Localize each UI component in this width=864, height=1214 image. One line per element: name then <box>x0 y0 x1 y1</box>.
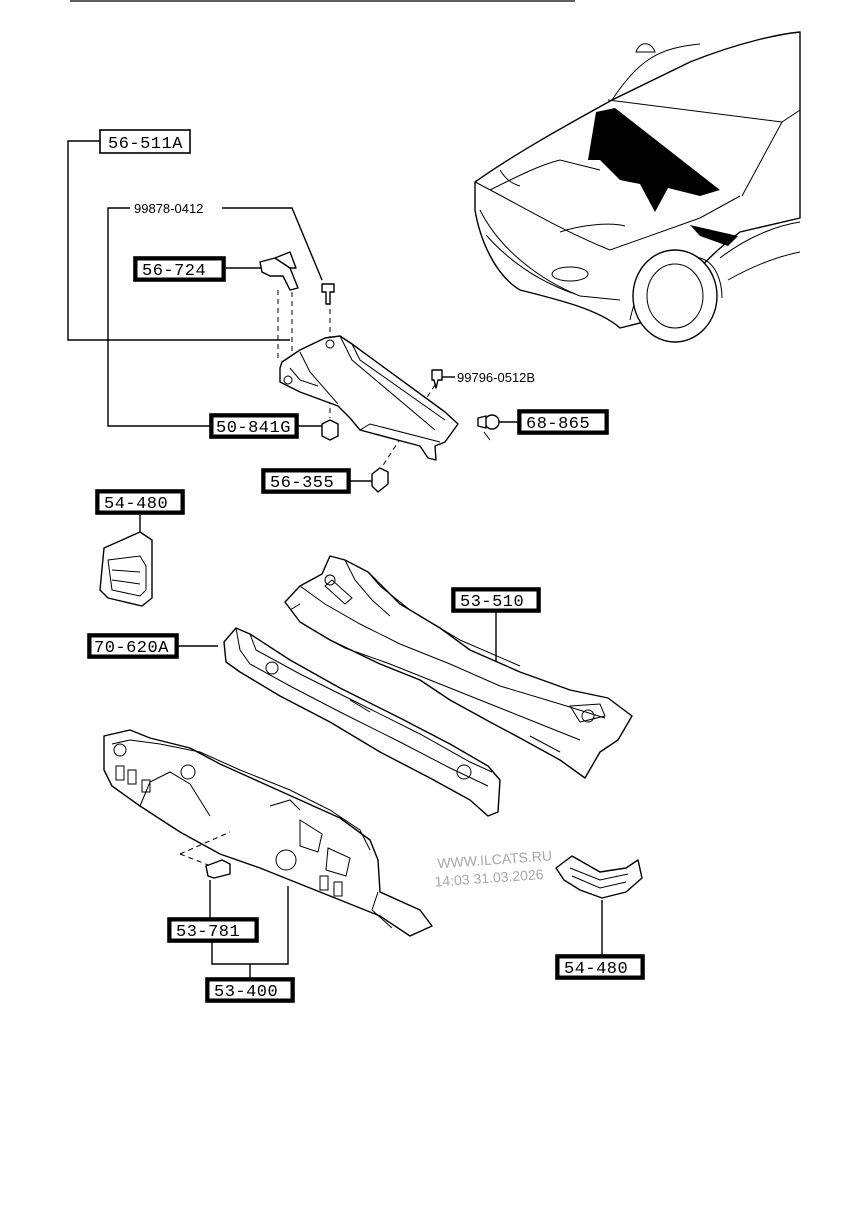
cowl-highlight <box>690 225 738 246</box>
svg-text:54-480: 54-480 <box>564 960 628 979</box>
svg-text:68-865: 68-865 <box>526 415 590 434</box>
callout-53-510[interactable]: 53-510 <box>451 587 541 613</box>
svg-text:53-400: 53-400 <box>214 983 278 1002</box>
svg-text:56-724: 56-724 <box>142 262 206 281</box>
svg-text:53-510: 53-510 <box>460 593 524 612</box>
svg-text:54-480: 54-480 <box>104 495 168 514</box>
insulator-top-left <box>99 515 153 607</box>
callout-53-781[interactable]: 53-781 <box>167 917 259 943</box>
callout-50-841g[interactable]: 50-841G <box>209 413 299 439</box>
callout-53-400[interactable]: 53-400 <box>205 977 295 1003</box>
callout-54-480-bottom[interactable]: 54-480 <box>555 954 645 980</box>
upper-cowl-panel <box>284 555 633 779</box>
insulator-bottom-right <box>555 855 643 955</box>
dash-cross-member <box>178 627 501 817</box>
callout-56-724[interactable]: 56-724 <box>133 256 226 282</box>
callout-54-480-top[interactable]: 54-480 <box>95 489 185 515</box>
watermark: WWW.ILCATS.RU 14:03 31.03.2026 <box>434 847 553 890</box>
svg-text:70-620A: 70-620A <box>94 639 169 658</box>
svg-text:53-781: 53-781 <box>176 923 240 942</box>
svg-text:WWW.ILCATS.RU: WWW.ILCATS.RU <box>437 847 553 871</box>
svg-text:14:03 31.03.2026: 14:03 31.03.2026 <box>434 866 544 890</box>
svg-text:56-511A: 56-511A <box>108 135 183 154</box>
windshield-highlight <box>588 108 720 212</box>
part-number-99796-0512b[interactable]: 99796-0512B <box>457 370 535 385</box>
part-number-99878-0412[interactable]: 99878-0412 <box>134 201 203 216</box>
callout-56-355[interactable]: 56-355 <box>261 468 351 494</box>
svg-text:56-355: 56-355 <box>270 474 334 493</box>
callout-56-511a[interactable]: 56-511A <box>99 129 191 154</box>
cowl-panel-assembly <box>67 140 518 493</box>
svg-text:50-841G: 50-841G <box>216 419 291 438</box>
callout-70-620a[interactable]: 70-620A <box>87 633 179 659</box>
car-illustration <box>474 31 801 343</box>
dash-panel <box>103 729 433 978</box>
callout-68-865[interactable]: 68-865 <box>517 409 609 435</box>
